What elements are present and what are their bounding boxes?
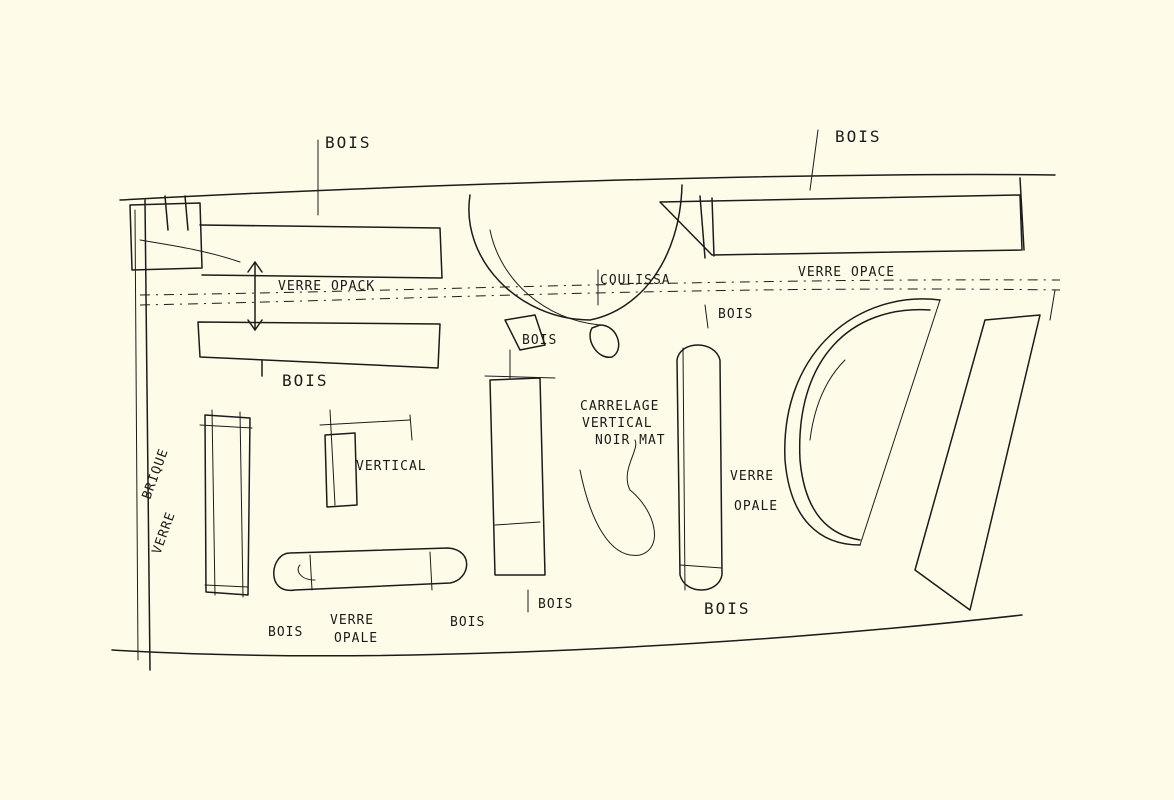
arc-element [784, 298, 941, 546]
leader-lines [317, 129, 819, 306]
label-bois-capsule-bottom: BOIS [704, 599, 751, 618]
label-verre-brique: VERRE [150, 510, 179, 557]
shelf-top-left [129, 195, 443, 279]
label-bois-top-right: BOIS [835, 127, 882, 146]
label-coulissant: COULISSA [600, 273, 671, 288]
shelf-top-right [659, 177, 1025, 259]
label-verre-tube: VERRE [330, 613, 374, 628]
carrelage-zone [579, 439, 655, 556]
sliding-door-arcs [468, 184, 683, 358]
label-verre-capsule: VERRE [730, 469, 774, 484]
label-noir-mat: NOIR MAT [595, 433, 666, 448]
label-bois-tube-left: BOIS [268, 625, 303, 640]
label-bois-capsule-top: BOIS [718, 307, 753, 322]
column-bois [484, 349, 556, 613]
label-opale-tube: OPALE [334, 631, 378, 646]
wall-outline [111, 173, 1061, 671]
tube-horizontal [273, 547, 468, 591]
label-verre-opaque-right: VERRE OPACE [798, 265, 895, 280]
label-bois-top-left: BOIS [325, 133, 372, 152]
shelf-bois-left [197, 321, 441, 377]
label-carrelage: CARRELAGE [580, 399, 659, 414]
label-vertical-small: VERTICAL [356, 459, 427, 474]
column-brique-verre [199, 409, 253, 598]
label-brique: BRIQUE [140, 446, 172, 501]
column-right [914, 289, 1056, 611]
label-carrelage-vertical: VERTICAL [582, 416, 653, 431]
label-opale-capsule: OPALE [734, 499, 778, 514]
label-bois-tube-right: BOIS [450, 615, 485, 630]
label-bois-small: BOIS [522, 333, 557, 348]
capsule-verre-opale [676, 304, 723, 591]
label-bois-shelf: BOIS [282, 371, 329, 390]
label-verre-opaque-left: VERRE OPACK [278, 279, 375, 294]
small-vertical-block [319, 409, 413, 508]
label-bois-column: BOIS [538, 597, 573, 612]
dimension-arrow [247, 261, 263, 331]
